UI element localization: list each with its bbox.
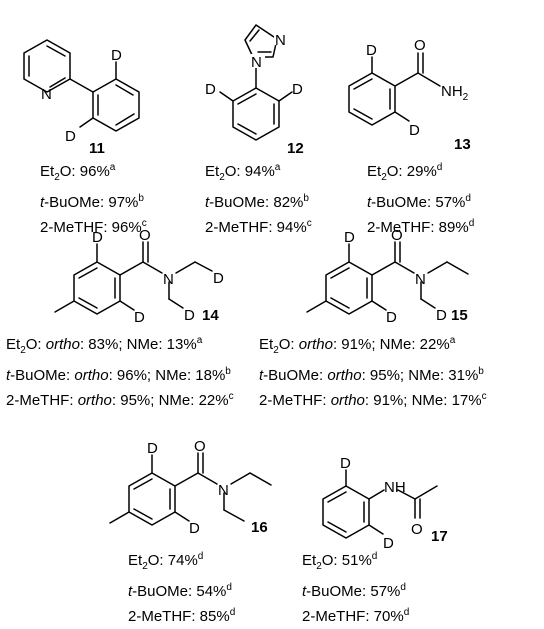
atom-n: N — [41, 86, 52, 103]
yield-row: t-BuOMe: ortho: 95%; NMe: 31%b — [259, 366, 484, 384]
atom-n: N — [415, 271, 426, 288]
structure-15 — [306, 241, 469, 315]
yields-12: Et2O: 94%a t-BuOMe: 82%b 2-MeTHF: 94%c — [205, 157, 312, 238]
atom-d: D — [205, 81, 216, 98]
structure-16 — [109, 452, 272, 526]
yield-row: Et2O: ortho: 91%; NMe: 22%a — [259, 335, 456, 356]
atom-nh2: NH2 — [441, 83, 469, 103]
yield-row: 2-MeTHF: 96%c — [40, 218, 147, 236]
yield-row: 2-MeTHF: 85%d — [128, 607, 236, 625]
yields-11: Et2O: 96%a t-BuOMe: 97%b 2-MeTHF: 96%c — [40, 157, 147, 238]
yields-17: Et2O: 51%d t-BuOMe: 57%d 2-MeTHF: 70%d — [302, 546, 409, 627]
yield-row: t-BuOMe: 82%b — [205, 193, 309, 211]
compound-label-13: 13 — [454, 136, 471, 153]
yield-row: t-BuOMe: 57%d — [302, 582, 406, 600]
compound-label-17: 17 — [431, 528, 448, 545]
yield-row: 2-MeTHF: 94%c — [205, 218, 312, 236]
compound-label-16: 16 — [251, 519, 268, 536]
atom-d: D — [92, 229, 103, 246]
structure-13 — [348, 52, 441, 126]
atom-d: D — [383, 535, 394, 552]
yields-14: Et2O: ortho: 83%; NMe: 13%a t-BuOMe: ort… — [6, 330, 234, 411]
atom-o: O — [139, 227, 151, 244]
yield-row: 2-MeTHF: ortho: 95%; NMe: 22%c — [6, 391, 234, 409]
atom-d: D — [147, 440, 158, 457]
atom-d: D — [213, 270, 224, 287]
atom-d: D — [344, 229, 355, 246]
yield-row: Et2O: ortho: 83%; NMe: 13%a — [6, 335, 203, 356]
yield-row: 2-MeTHF: 89%d — [367, 218, 475, 236]
yield-row: t-BuOMe: 57%d — [367, 193, 471, 211]
yields-16: Et2O: 74%d t-BuOMe: 54%d 2-MeTHF: 85%d — [128, 546, 235, 627]
yield-row: t-BuOMe: 54%d — [128, 582, 232, 600]
atom-n: N — [218, 482, 229, 499]
atom-d: D — [436, 307, 447, 324]
yields-13: Et2O: 29%d t-BuOMe: 57%d 2-MeTHF: 89%d — [367, 157, 474, 238]
compound-label-11: 11 — [89, 140, 105, 157]
atom-o: O — [194, 438, 206, 455]
atom-d: D — [409, 122, 420, 139]
atom-n: N — [251, 54, 262, 71]
yield-row: Et2O: 96%a — [40, 162, 116, 183]
yield-row: t-BuOMe: 97%b — [40, 193, 144, 211]
atom-nh: NH — [384, 479, 406, 496]
atom-o: O — [391, 227, 403, 244]
yield-row: Et2O: 51%d — [302, 551, 378, 572]
structure-14 — [54, 241, 213, 315]
atom-d: D — [366, 42, 377, 59]
yield-row: 2-MeTHF: 70%d — [302, 607, 410, 625]
yield-row: 2-MeTHF: ortho: 91%; NMe: 17%c — [259, 391, 487, 409]
yield-row: Et2O: 29%d — [367, 162, 443, 183]
atom-d: D — [386, 309, 397, 326]
atom-o: O — [414, 37, 426, 54]
atom-d: D — [292, 81, 303, 98]
yields-15: Et2O: ortho: 91%; NMe: 22%a t-BuOMe: ort… — [259, 330, 487, 411]
compound-label-12: 12 — [287, 140, 304, 157]
atom-n: N — [163, 271, 174, 288]
compound-label-15: 15 — [451, 307, 468, 324]
yield-row: Et2O: 74%d — [128, 551, 204, 572]
atom-o: O — [411, 521, 423, 538]
atom-n: N — [275, 32, 286, 49]
atom-d: D — [189, 520, 200, 537]
atom-d: D — [65, 128, 76, 145]
compound-label-14: 14 — [202, 307, 219, 324]
atom-d: D — [111, 47, 122, 64]
structure-17 — [322, 469, 438, 539]
atom-d: D — [184, 307, 195, 324]
yield-row: t-BuOMe: ortho: 96%; NMe: 18%b — [6, 366, 231, 384]
atom-d: D — [134, 309, 145, 326]
atom-d: D — [340, 455, 351, 472]
structure-11 — [23, 39, 140, 132]
yield-row: Et2O: 94%a — [205, 162, 281, 183]
